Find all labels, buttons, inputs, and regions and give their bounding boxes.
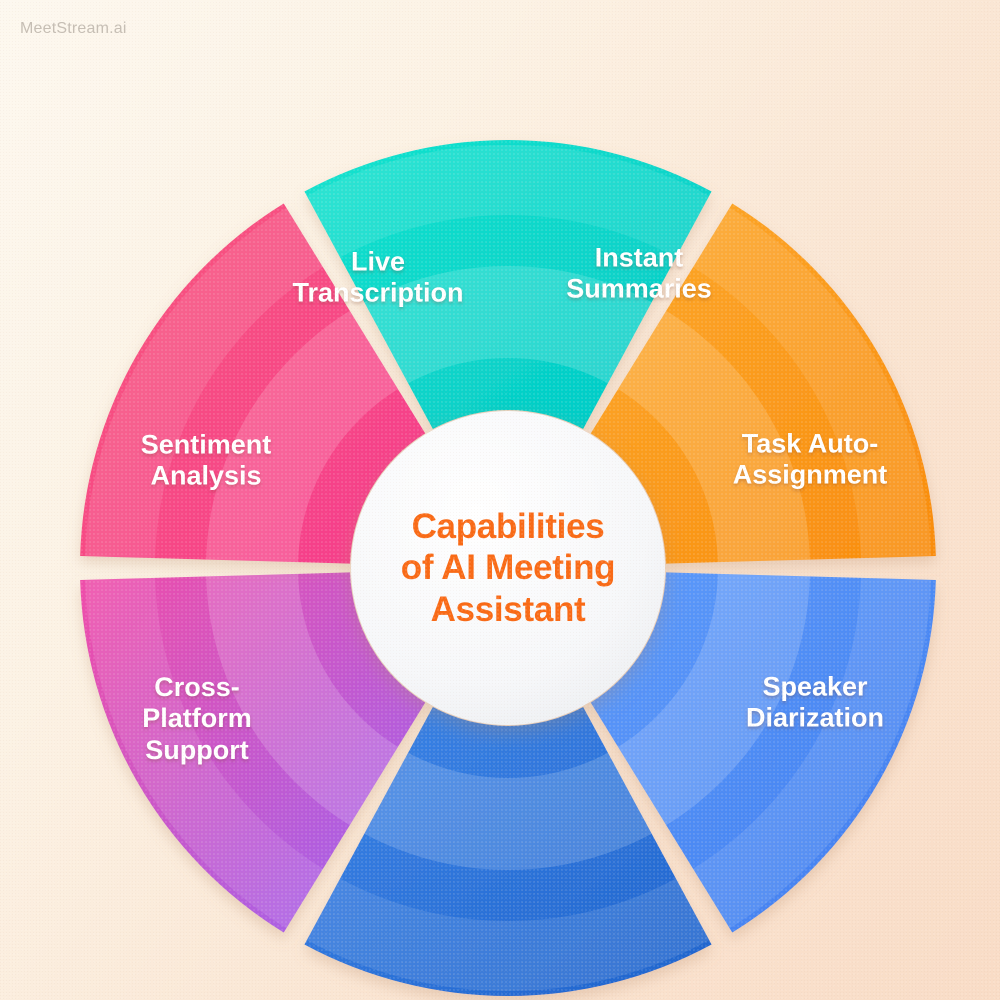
donut-segments (80, 140, 936, 996)
segment-highlight-arc (304, 145, 712, 430)
donut-segment-cross-platform-support[interactable] (80, 180, 896, 956)
donut-segment-instant-summaries[interactable] (120, 180, 936, 956)
donut-segment-sentiment-analysis[interactable] (80, 180, 896, 956)
donut-segment-task-auto-assignment[interactable] (120, 180, 936, 956)
center-hub-circle (351, 411, 665, 725)
watermark-label: MeetStream.ai (20, 20, 127, 37)
donut-segment-live-transcription[interactable] (120, 140, 896, 956)
donut-segment-speaker-diarization[interactable] (120, 180, 896, 996)
segment-highlight-arc (304, 706, 712, 991)
